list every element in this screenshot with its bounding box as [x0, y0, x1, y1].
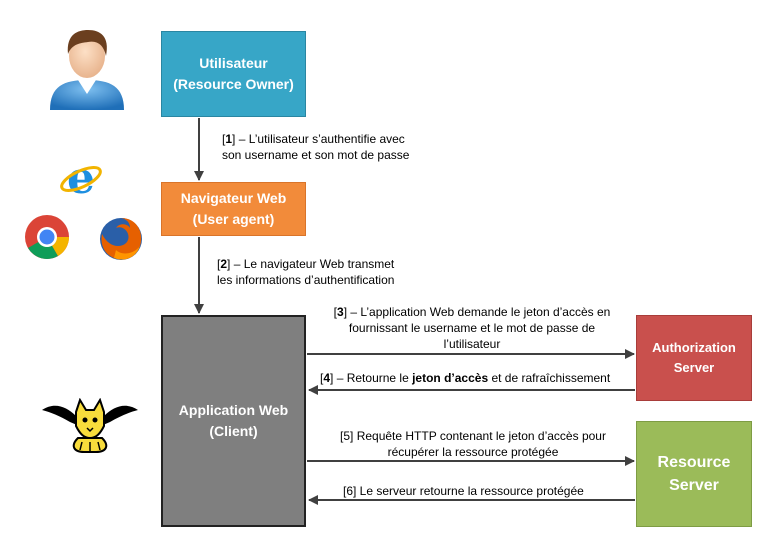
step-2-text-line1: – Le navigateur Web transmet: [230, 257, 395, 271]
step-2-number: 2: [220, 257, 228, 271]
step-1-label: [1] – L’utilisateur s’authentifie avec s…: [222, 132, 410, 162]
resource-server-subtitle: Server: [669, 477, 719, 494]
authorization-server-title: Authorization: [652, 340, 736, 355]
step-1-text-line1: – L’utilisateur s’authentifie avec: [235, 132, 405, 146]
step-1-number: 1: [225, 132, 233, 146]
authorization-server-subtitle: Server: [673, 360, 715, 375]
resource-owner-title: Utilisateur: [199, 55, 268, 71]
step-2-label: [2] – Le navigateur Web transmet les inf…: [217, 257, 395, 287]
step-2-text-line2: les informations d’authentification: [217, 273, 395, 287]
client-title: Application Web: [178, 402, 289, 418]
tomcat-logo-icon: [42, 398, 138, 453]
user-agent-subtitle: (User agent): [192, 211, 275, 227]
authorization-server-box: Authorization Server: [636, 315, 752, 401]
step-4-text-bold: jeton d’accès: [412, 371, 489, 385]
step-1-text-line2: son username et son mot de passe: [222, 148, 410, 162]
step-5-text-line2: récupérer la ressource protégée: [387, 445, 559, 459]
step-4-text-post: et de rafraîchissement: [488, 371, 611, 385]
step-5-text-line1: [5] Requête HTTP contenant le jeton d’ac…: [340, 429, 606, 443]
user-avatar-icon: [50, 30, 124, 110]
user-agent-box: Navigateur Web (User agent): [161, 182, 306, 236]
client-box: Application Web (Client): [161, 315, 306, 527]
step-6-text-line1: [6] Le serveur retourne la ressource pro…: [343, 484, 584, 498]
step-3-number: 3: [337, 305, 344, 319]
step-3-text-line3: l’utilisateur: [443, 337, 501, 351]
resource-server-box: Resource Server: [636, 421, 752, 527]
svg-text:e: e: [67, 155, 95, 201]
step-4-text-pre: – Retourne le: [333, 371, 413, 385]
step-3-label: [3] – L’application Web demande le jeton…: [324, 304, 620, 352]
user-agent-title: Navigateur Web: [180, 190, 287, 206]
internet-explorer-icon: e: [60, 155, 102, 201]
client-subtitle: (Client): [209, 423, 258, 439]
firefox-icon: [100, 218, 142, 260]
step-4-number: 4: [323, 371, 331, 385]
step-3-text-line2: fournissant le username et le mot de pas…: [348, 321, 596, 335]
step-3-text-line1: – L’application Web demande le jeton d’a…: [347, 305, 611, 319]
step-6-label: [6] Le serveur retourne la ressource pro…: [343, 483, 584, 499]
step-5-label: [5] Requête HTTP contenant le jeton d’ac…: [326, 428, 620, 460]
chrome-icon: [25, 215, 69, 259]
resource-owner-box: Utilisateur (Resource Owner): [161, 31, 306, 117]
step-4-label: [4] – Retourne le jeton d’accès et de ra…: [320, 371, 611, 385]
resource-server-title: Resource: [657, 454, 731, 471]
resource-owner-subtitle: (Resource Owner): [173, 76, 294, 92]
